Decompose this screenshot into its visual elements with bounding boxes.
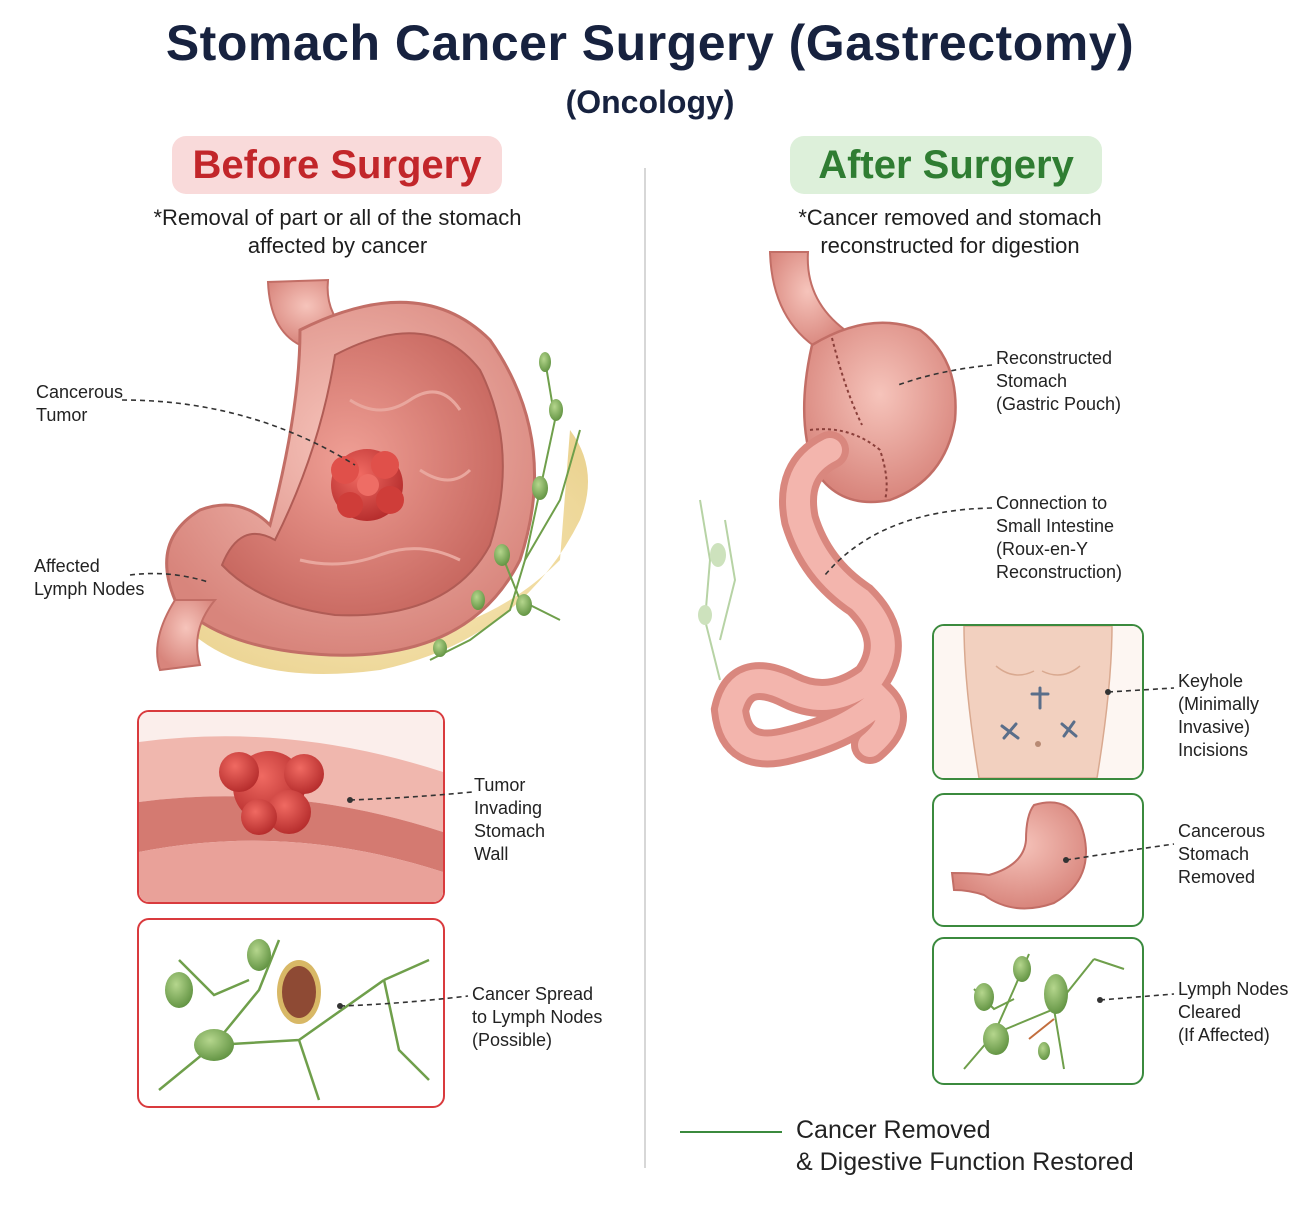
inset-lymph-cleared xyxy=(932,937,1144,1085)
label-cancer-spread: Cancer Spread to Lymph Nodes (Possible) xyxy=(472,984,603,1050)
lymph-node-network-before xyxy=(429,352,581,661)
label-keyhole-incisions: Keyhole (Minimally Invasive) Incisions xyxy=(1178,671,1259,760)
before-surgery-description: *Removal of part or all of the stomach a… xyxy=(153,205,522,258)
label-lymph-nodes-cleared: Lymph Nodes Cleared (If Affected) xyxy=(1178,979,1289,1045)
cancerous-tumor xyxy=(331,449,404,521)
leader-keyhole xyxy=(1105,687,1175,695)
removed-stomach-illustration xyxy=(950,801,1087,910)
tumor-wall-illustration xyxy=(139,712,443,902)
page-subtitle: (Oncology) xyxy=(565,84,735,120)
stomach-before-illustration xyxy=(121,278,588,674)
leader-stomach-removed xyxy=(1063,843,1175,863)
inset-keyhole-incisions xyxy=(932,624,1144,780)
label-connection-small-intestine: Connection to Small Intestine (Roux-en-Y… xyxy=(996,493,1123,582)
page-title: Stomach Cancer Surgery (Gastrectomy) xyxy=(165,15,1135,71)
label-tumor-invading-wall: Tumor Invading Stomach Wall xyxy=(474,775,546,864)
center-divider xyxy=(644,168,646,1168)
legend-line xyxy=(680,1131,782,1133)
leader-lymph-cleared xyxy=(1097,993,1175,1003)
lymph-spread-illustration xyxy=(158,939,430,1101)
leader-tumor-wall xyxy=(347,791,473,803)
incision-marker-icon xyxy=(1000,686,1078,740)
inset-cancer-spread-lymph xyxy=(137,918,445,1108)
legend-text: Cancer Removed & Digestive Function Rest… xyxy=(796,1116,1134,1176)
stomach-after-illustration xyxy=(698,251,993,768)
lymph-cleared-illustration xyxy=(963,953,1125,1070)
after-surgery-description: *Cancer removed and stomach reconstructe… xyxy=(798,205,1102,258)
label-stomach-removed: Cancerous Stomach Removed xyxy=(1178,821,1266,887)
after-surgery-heading: After Surgery xyxy=(790,136,1102,194)
torso-illustration xyxy=(934,626,1142,778)
before-surgery-heading: Before Surgery xyxy=(172,136,502,194)
label-reconstructed-stomach: Reconstructed Stomach (Gastric Pouch) xyxy=(996,348,1122,414)
label-cancerous-tumor: Cancerous Tumor xyxy=(36,382,124,425)
inset-stomach-removed xyxy=(932,793,1144,927)
leader-lymph-spread xyxy=(337,995,469,1009)
inset-tumor-invading-wall xyxy=(137,710,445,904)
label-affected-lymph-nodes: Affected Lymph Nodes xyxy=(34,556,145,599)
